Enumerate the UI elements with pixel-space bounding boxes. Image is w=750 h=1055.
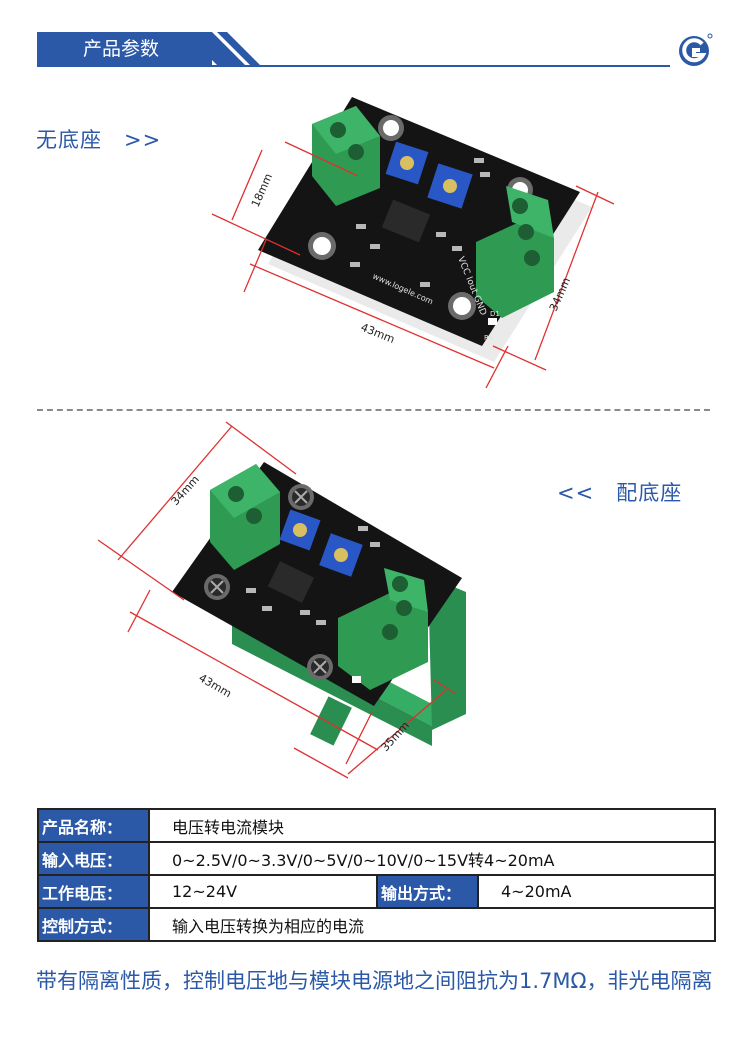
spec-key-output-mode: 输出方式：: [376, 874, 479, 909]
table-row: 产品名称： 电压转电流模块: [37, 808, 717, 843]
spec-value-input-voltage: 0~2.5V/0~3.3V/0~5V/0~10V/0~15V转4~20mA: [147, 841, 717, 876]
svg-text:D1: D1: [490, 310, 500, 318]
terminal-block-input-based: [210, 464, 280, 570]
brand-logo-icon: [679, 33, 713, 66]
dimension-34mm-based: 34mm: [169, 473, 202, 508]
terminal-block-output-based: [338, 568, 428, 690]
dimension-lines: [211, 141, 615, 389]
page-title: 产品参数: [83, 38, 160, 60]
table-row: 输入电压： 0~2.5V/0~3.3V/0~5V/0~10V/0~15V转4~2…: [37, 841, 717, 876]
module-photo-no-base: VCC Iout GND www.logele.com D1 R4 18mm 4…: [211, 97, 615, 389]
header-underline: [37, 65, 670, 67]
dimension-lines-based: [97, 421, 457, 779]
dimension-43mm-based: 43mm: [197, 671, 234, 700]
header-decoration-stripes: [184, 32, 261, 66]
section-divider: [37, 409, 710, 411]
spec-value-product-name: 电压转电流模块: [147, 808, 717, 843]
spec-key-product-name: 产品名称：: [37, 808, 150, 843]
with-base-label: << 配底座: [557, 481, 683, 505]
spec-key-working-voltage: 工作电压：: [37, 874, 150, 909]
spec-key-control-mode: 控制方式：: [37, 907, 150, 942]
spec-key-input-voltage: 输入电压：: [37, 841, 150, 876]
table-row: 工作电压： 12~24V 输出方式： 4~20mA: [37, 874, 717, 909]
module-photo-with-base: 34mm 43mm 35mm: [97, 421, 466, 779]
terminal-block-output: [476, 186, 554, 318]
header-banner: [37, 32, 212, 66]
svg-text:R4: R4: [484, 334, 494, 342]
isolation-note: 带有隔离性质，控制电压地与模块电源地之间阻抗为1.7MΩ，非光电隔离: [36, 969, 713, 993]
spec-value-control-mode: 输入电压转换为相应的电流: [147, 907, 717, 942]
terminal-block-input: [312, 106, 380, 206]
spec-table: 产品名称： 电压转电流模块 输入电压： 0~2.5V/0~3.3V/0~5V/0…: [37, 808, 717, 942]
spec-value-output-mode: 4~20mA: [476, 874, 717, 909]
spec-value-working-voltage: 12~24V: [148, 874, 378, 909]
table-row: 控制方式： 输入电压转换为相应的电流: [37, 907, 717, 942]
no-base-label: 无底座 >>: [36, 128, 162, 152]
